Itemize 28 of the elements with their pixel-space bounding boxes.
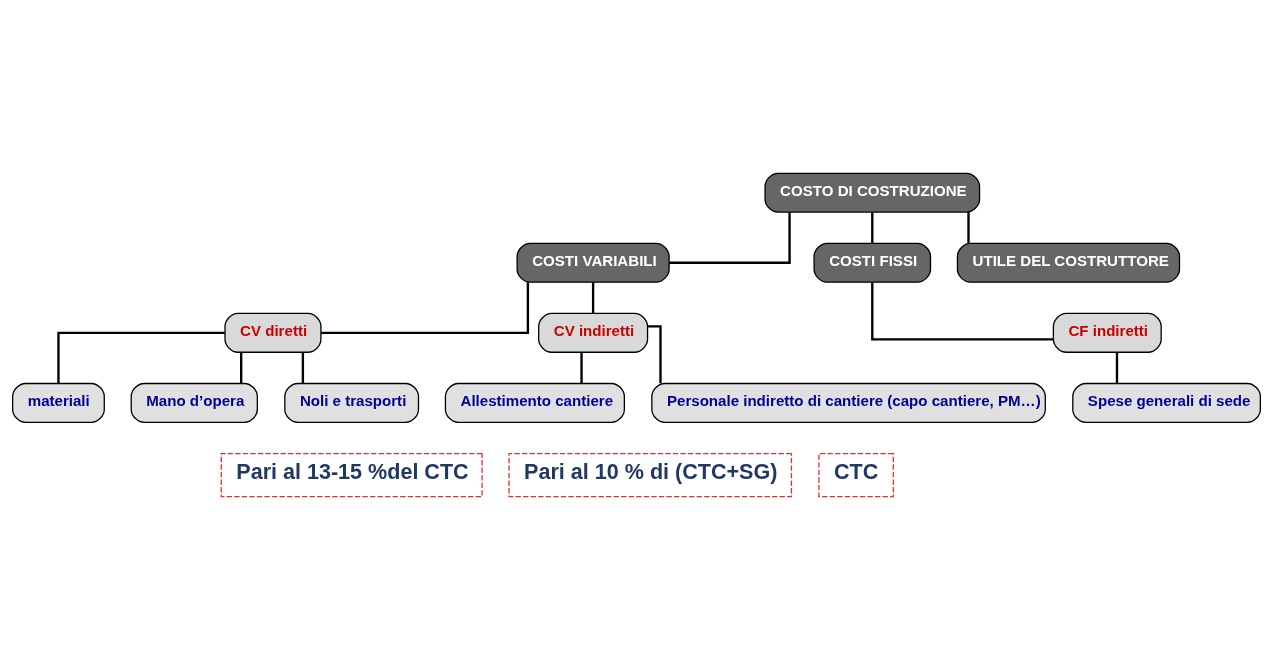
node-box: CF indiretti [1052,312,1162,353]
node-box: materiali [12,382,105,423]
connector [647,325,662,384]
node-box: COSTI VARIABILI [516,242,670,283]
connector [580,352,583,384]
node-box: Spese generali di sede [1072,382,1261,423]
node-box: UTILE DEL COSTRUTTORE [956,242,1181,283]
node-box: CV indiretti [538,312,649,353]
connector [1115,352,1119,384]
node-box: Noli e trasporti [284,382,420,423]
label: CTC [834,459,879,485]
connector [301,352,305,384]
connector [871,282,1054,341]
connector [669,212,791,264]
node-box: Mano d’opera [130,382,258,423]
node-box: Personale indiretto di cantiere (capo cantiere, PM…) [651,382,1046,423]
node-box: COSTO DI COSTRUZIONE [764,172,981,213]
connector [57,331,225,384]
node-box: Allestimento cantiere [444,382,625,423]
node-box: CV diretti [224,312,322,353]
node-box: COSTI FISSI [813,242,932,283]
connector [240,352,243,384]
connector [591,282,595,314]
label: Pari al 10 % di (CTC+SG) [524,459,778,485]
connector [967,212,970,244]
label: Pari al 13-15 %del CTC [236,459,469,485]
connector [871,212,874,244]
connector [321,282,530,335]
